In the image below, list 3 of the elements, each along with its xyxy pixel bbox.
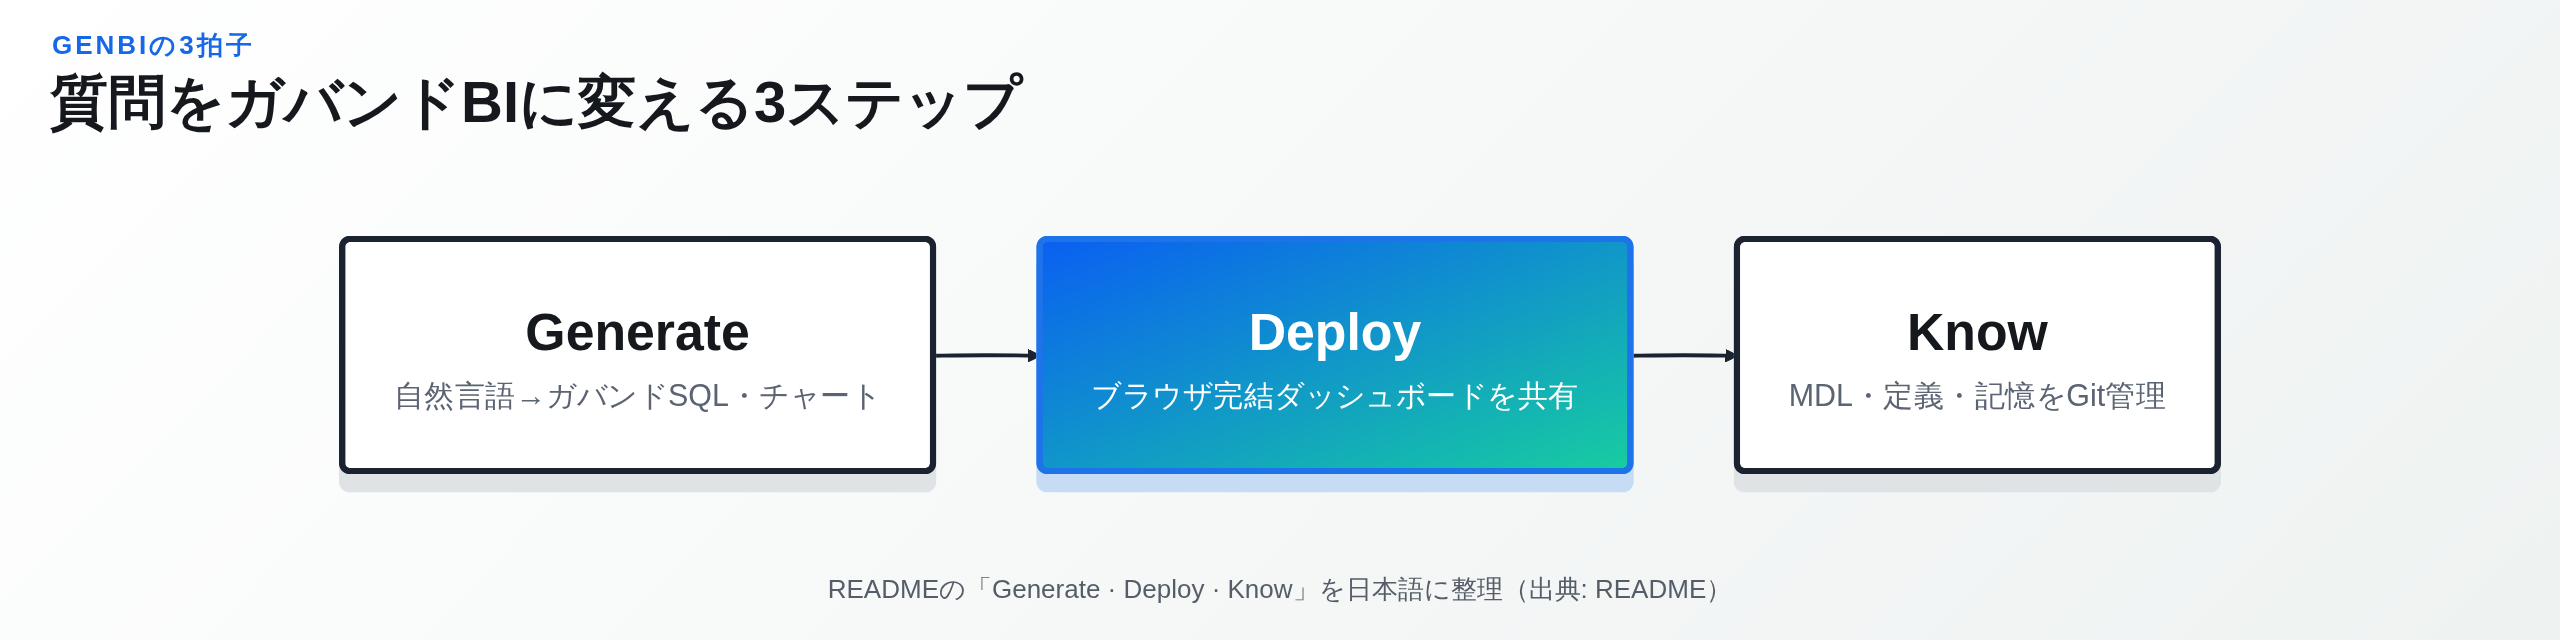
kicker-text: GENBIの3拍子 xyxy=(52,29,255,62)
caption: READMEの「Generate · Deploy · Know」を日本語に整理（出典: README） xyxy=(827,573,1733,606)
title: 質問をガバンドBIに変える3ステップ xyxy=(50,68,1023,136)
